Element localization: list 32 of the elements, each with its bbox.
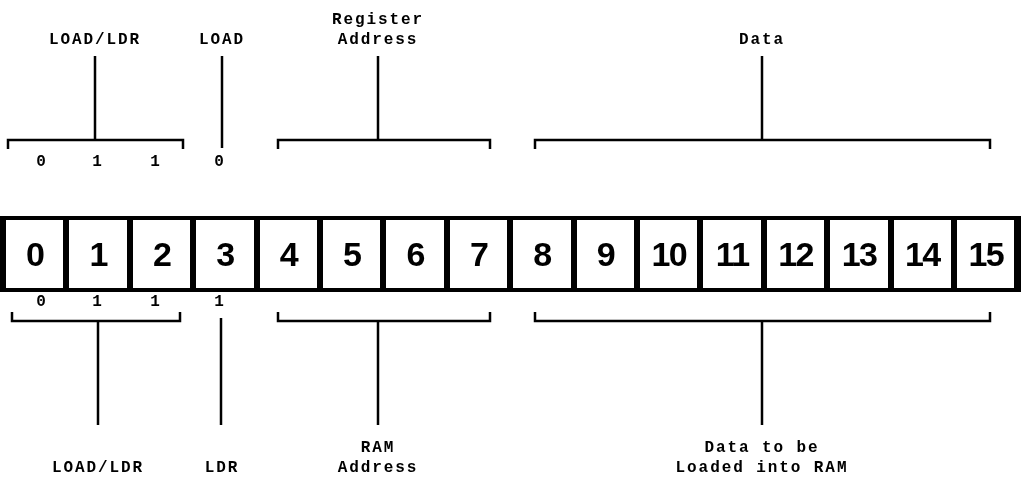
field-label: LDR xyxy=(203,458,241,478)
bit-value: 1 xyxy=(91,152,105,172)
bit-cell: 4 xyxy=(259,220,317,288)
field-label: Data xyxy=(737,30,787,50)
field-label: LOAD xyxy=(197,30,247,50)
bit-cell: 12 xyxy=(766,220,825,288)
bit-value: 1 xyxy=(149,292,163,312)
bit-cell: 8 xyxy=(513,220,571,288)
bit-cell: 15 xyxy=(957,220,1015,288)
bit-cell: 11 xyxy=(703,220,761,288)
bit-cell: 3 xyxy=(196,220,254,288)
bit-value: 1 xyxy=(149,152,163,172)
field-label: Data to be Loaded into RAM xyxy=(674,438,850,478)
field-label: LOAD/LDR xyxy=(47,30,143,50)
bit-cell: 2 xyxy=(132,220,191,288)
bit-value: 0 xyxy=(213,152,227,172)
bit-cell: 6 xyxy=(386,220,444,288)
bit-cell: 0 xyxy=(6,220,64,288)
bit-value: 0 xyxy=(35,152,49,172)
bit-value: 1 xyxy=(91,292,105,312)
bit-value: 0 xyxy=(35,292,49,312)
bit-cell: 7 xyxy=(449,220,508,288)
field-label: LOAD/LDR xyxy=(50,458,146,478)
bit-value: 1 xyxy=(213,292,227,312)
bit-cell: 13 xyxy=(830,220,888,288)
bit-cell: 14 xyxy=(893,220,951,288)
bit-cell: 9 xyxy=(576,220,634,288)
field-label: RAM Address xyxy=(336,438,420,478)
field-label: Register Address xyxy=(330,10,426,50)
bit-cell: 1 xyxy=(69,220,127,288)
bit-cell: 10 xyxy=(640,220,698,288)
bit-cell: 5 xyxy=(323,220,381,288)
